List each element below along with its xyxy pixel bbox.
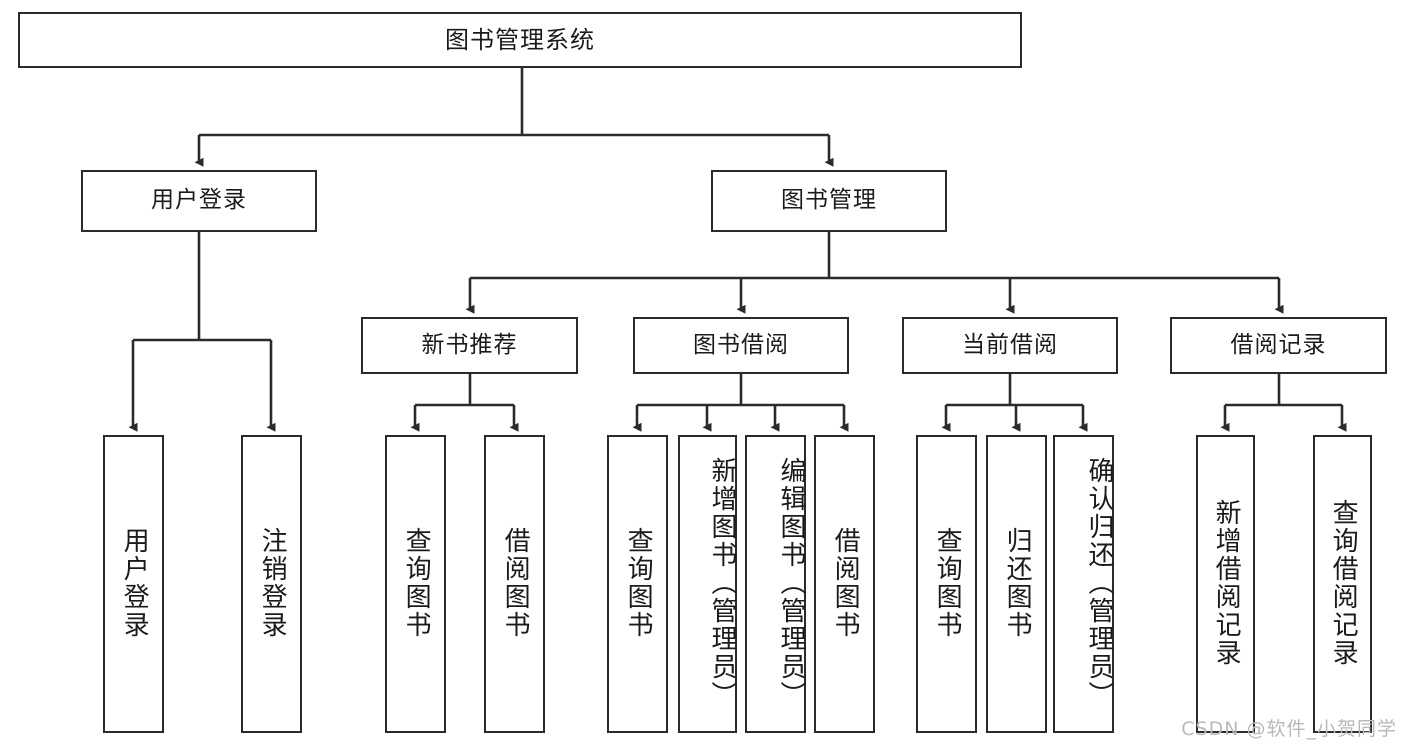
node-label: 当前借阅 <box>962 331 1058 358</box>
leaf-query-borrow-record[interactable]: 查询借阅记录 <box>1313 435 1372 733</box>
node-label: 图书管理 <box>781 187 877 214</box>
leaf-borrow-book-recommend[interactable]: 借阅图书 <box>484 435 545 733</box>
node-label: 新增借阅记录 <box>1211 499 1242 667</box>
node-root-system[interactable]: 图书管理系统 <box>18 12 1022 68</box>
node-label: 图书管理系统 <box>445 25 595 54</box>
node-borrow-record[interactable]: 借阅记录 <box>1170 317 1387 374</box>
leaf-add-book-admin[interactable]: 新增图书（管理员） <box>678 435 737 733</box>
node-label: 查询图书 <box>932 527 963 639</box>
leaf-logout-login[interactable]: 注销登录 <box>241 435 302 733</box>
node-label: 新增图书（管理员） <box>707 457 737 709</box>
node-label: 借阅图书 <box>830 527 861 639</box>
leaf-return-book[interactable]: 归还图书 <box>986 435 1047 733</box>
node-current-borrow[interactable]: 当前借阅 <box>902 317 1118 374</box>
leaf-borrow-book[interactable]: 借阅图书 <box>814 435 875 733</box>
node-label: 注销登录 <box>257 527 288 639</box>
node-user-login[interactable]: 用户登录 <box>81 170 317 232</box>
node-label: 图书借阅 <box>693 331 789 358</box>
leaf-query-book-recommend[interactable]: 查询图书 <box>385 435 446 733</box>
leaf-user-login[interactable]: 用户登录 <box>103 435 164 733</box>
node-label: 借阅图书 <box>500 527 531 639</box>
leaf-edit-book-admin[interactable]: 编辑图书（管理员） <box>745 435 806 733</box>
leaf-confirm-return-admin[interactable]: 确认归还（管理员） <box>1053 435 1114 733</box>
node-book-management[interactable]: 图书管理 <box>711 170 947 232</box>
node-label: 编辑图书（管理员） <box>776 457 806 709</box>
node-label: 新书推荐 <box>421 331 518 358</box>
node-book-borrow[interactable]: 图书借阅 <box>633 317 849 374</box>
node-label: 借阅记录 <box>1230 331 1327 358</box>
leaf-query-book-borrow[interactable]: 查询图书 <box>607 435 668 733</box>
node-label: 查询图书 <box>623 527 654 639</box>
node-label: 确认归还（管理员） <box>1084 457 1114 709</box>
node-new-book-recommend[interactable]: 新书推荐 <box>361 317 578 374</box>
node-label: 查询图书 <box>401 527 432 639</box>
leaf-query-book-current[interactable]: 查询图书 <box>916 435 977 733</box>
node-label: 归还图书 <box>1002 527 1033 639</box>
node-label: 查询借阅记录 <box>1328 499 1359 667</box>
leaf-add-borrow-record[interactable]: 新增借阅记录 <box>1196 435 1255 733</box>
node-label: 用户登录 <box>151 187 247 214</box>
node-label: 用户登录 <box>119 527 150 639</box>
